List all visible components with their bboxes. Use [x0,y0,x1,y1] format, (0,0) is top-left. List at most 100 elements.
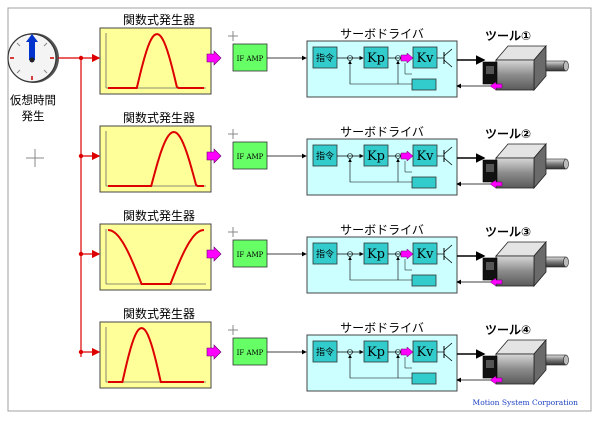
feedback-line-3 [404,357,412,369]
kv-label: Kv [416,247,434,262]
kp-output-arrow [400,150,414,162]
function-generator-box [99,27,212,95]
servo-motor-icon [482,44,569,92]
motor-front-face [495,353,535,385]
if-amp-label: IF AMP [237,349,264,357]
kp-block [363,46,389,69]
feedback-line-3 [404,161,412,173]
kp-block [363,144,389,167]
command-label: 指令 [316,150,334,162]
function-generator-box [99,125,212,193]
tool-label: ツール④ [485,323,531,337]
command-block [312,242,338,265]
kv-block [412,242,438,265]
feedback-line-1 [348,256,412,281]
feedback-block [411,274,437,287]
transistor-collector [443,244,453,253]
kp-block [363,340,389,363]
motor-shaft-end [563,256,569,268]
encoder-arrow [489,277,503,287]
transistor-collector [443,48,453,57]
motor-shaft [545,354,567,366]
feedback-block [411,372,437,385]
kp-label: Kp [367,345,385,360]
transistor-emitter [443,353,453,362]
function-generator-title: 関数式発生器 [123,110,195,125]
fg-output-arrow [206,50,222,66]
function-generator-title: 関数式発生器 [123,12,195,27]
transistor-emitter [443,157,453,166]
motor-shaft-end [563,158,569,170]
transistor-emitter [443,59,453,68]
kv-block [412,340,438,363]
kv-block [412,144,438,167]
motor-front-face [495,255,535,287]
motor-connector-pin [486,164,494,172]
feedback-block [411,176,437,189]
feedback-line-1 [348,354,412,379]
function-generator-title: 関数式発生器 [123,306,195,321]
feedback-block [411,78,437,91]
motor-shaft [545,60,567,72]
encoder-arrow [489,179,503,189]
servo-driver-title: サーボドライバ [340,27,424,41]
fg-output-arrow [206,246,222,262]
command-block [312,340,338,363]
transistor-emitter [443,255,453,264]
crosshair-icon [26,149,44,167]
if-amp-box [232,239,268,268]
feedback-line-1 [348,158,412,183]
servo-driver-title: サーボドライバ [340,321,424,335]
kp-output-arrow [400,52,414,64]
motor-front-face [495,157,535,189]
kv-label: Kv [416,51,434,66]
servo-motor-icon [482,338,569,386]
motor-shaft [545,158,567,170]
clock-label-line1: 仮想時間 [10,93,56,107]
command-label: 指令 [316,52,334,64]
command-block [312,46,338,69]
feedback-line-1 [348,60,412,85]
motor-shaft [545,256,567,268]
if-amp-label: IF AMP [237,153,264,161]
kp-label: Kp [367,149,385,164]
kp-output-arrow [400,248,414,260]
if-amp-box [232,43,268,72]
if-amp-label: IF AMP [237,55,264,63]
motor-connector-pin [486,262,494,270]
fg-output-arrow [206,148,222,164]
fg-output-arrow [206,344,222,360]
motor-connector-pin [486,360,494,368]
kp-label: Kp [367,247,385,262]
motor-connector-pin [486,66,494,74]
encoder-arrow [489,81,503,91]
if-amp-box [232,141,268,170]
kp-label: Kp [367,51,385,66]
function-curve [107,229,205,285]
transistor-collector [443,342,453,351]
servo-motor-icon [482,142,569,190]
kp-output-arrow [400,346,414,358]
kv-label: Kv [416,149,434,164]
encoder-arrow [489,375,503,385]
footer-credit: Motion System Corporation [473,398,579,407]
kv-label: Kv [416,345,434,360]
command-block [312,144,338,167]
kv-block [412,46,438,69]
tool-label: ツール① [485,29,531,43]
servo-driver-title: サーボドライバ [340,125,424,139]
transistor-collector [443,146,453,155]
function-curve [108,130,204,187]
command-label: 指令 [316,248,334,260]
kp-block [363,242,389,265]
clock-icon [7,33,59,83]
feedback-line-3 [404,63,412,75]
if-amp-box [232,337,268,366]
function-curve [108,326,204,383]
clock-label-line2: 発生 [22,109,45,123]
servo-driver-title: サーボドライバ [340,223,424,237]
